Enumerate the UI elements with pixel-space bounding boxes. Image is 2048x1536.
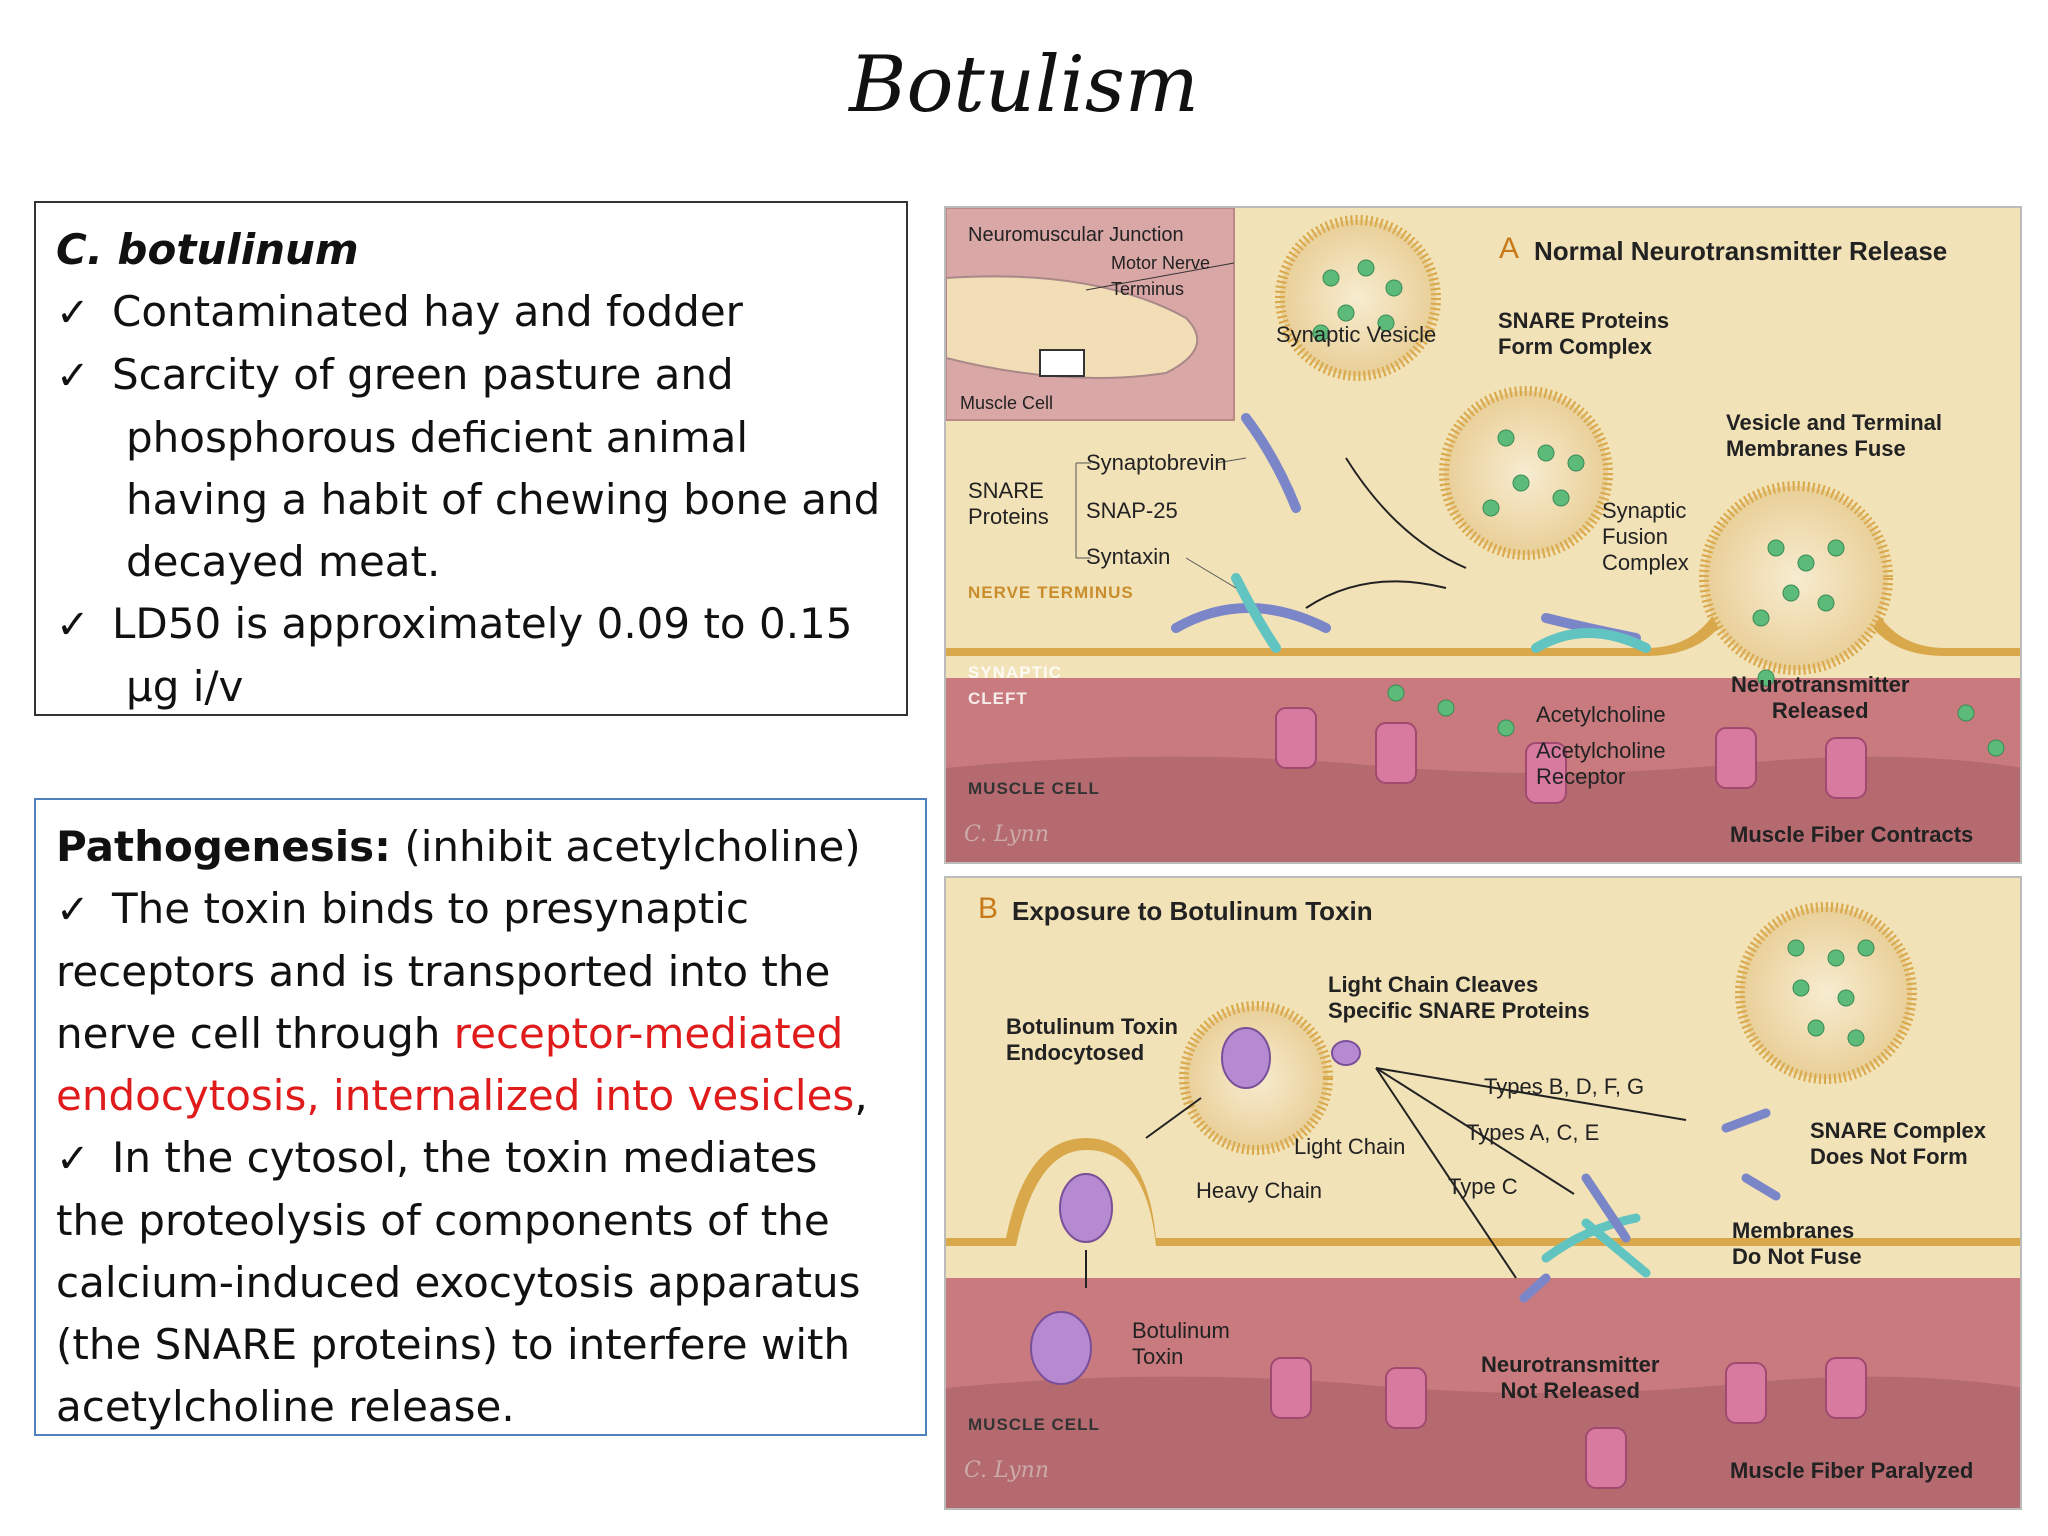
highlight-text: endocytosis, internalized into vesicles (56, 1071, 855, 1120)
check-icon: ✓ (56, 290, 90, 336)
figure-normal-release: Neuromuscular Junction Motor Nerve Termi… (944, 206, 2022, 864)
pathogenesis-heading: Pathogenesis: (56, 822, 391, 871)
bullet-continuation: (the SNARE proteins) to interfere with (56, 1320, 851, 1369)
artist-signature: C. Lynn (964, 822, 1050, 847)
membranes-not-fuse-label: Membranes Do Not Fuse (1732, 1218, 1862, 1269)
bullet-continuation: the proteolysis of components of the (56, 1196, 830, 1245)
slide-title: Botulism (849, 40, 1199, 130)
bullet-text: LD50 is approximately 0.09 to 0.15 (112, 599, 853, 648)
pathogenesis-box: Pathogenesis: (inhibit acetylcholine) ✓ T… (34, 798, 927, 1436)
nt-not-released-label: Neurotransmitter Not Released (1481, 1352, 1660, 1403)
bullet-item-1: ✓ Contaminated hay and fodder (56, 281, 886, 344)
type-c-label: Type C (1448, 1174, 1518, 1199)
snare-not-form-label: SNARE Complex Does Not Form (1810, 1118, 1987, 1169)
synaptobrevin-label: Synaptobrevin (1086, 450, 1227, 475)
nerve-terminus-label: NERVE TERMINUS (968, 583, 1134, 602)
muscle-cell-label: MUSCLE CELL (968, 779, 1100, 798)
muscle-cell-label: MUSCLE CELL (968, 1415, 1100, 1434)
light-chain-cleaves-label: Light Chain Cleaves Specific SNARE Prote… (1328, 972, 1590, 1023)
check-icon: ✓ (56, 353, 90, 399)
inset-title: Neuromuscular Junction (968, 224, 1184, 246)
syntaxin-label: Syntaxin (1086, 544, 1171, 569)
organism-heading: C. botulinum (56, 225, 359, 274)
vesicle-fuse-label: Vesicle and Terminal Membranes Fuse (1726, 410, 1943, 461)
organism-facts-box: C. botulinum ✓ Contaminated hay and fodde… (34, 201, 908, 716)
bullet-item-2: ✓ Scarcity of green pasture and (56, 344, 886, 407)
bullet-text: Contaminated hay and fodder (112, 287, 743, 336)
bullet-continuation: decayed meat. (126, 537, 441, 586)
bullet-continuation: calcium-induced exocytosis apparatus (56, 1258, 861, 1307)
plain-text: , (854, 1071, 868, 1120)
artist-signature: C. Lynn (964, 1458, 1050, 1483)
panel-b-letter: B (978, 892, 999, 925)
endocytosed-label: Botulinum Toxin Endocytosed (1006, 1014, 1178, 1065)
heavy-chain-label: Heavy Chain (1196, 1178, 1322, 1203)
check-icon: ✓ (56, 602, 90, 648)
bullet-text: The toxin binds to presynaptic (112, 884, 750, 933)
bullet-item-2: ✓ In the cytosol, the toxin mediates (56, 1127, 905, 1190)
bullet-continuation: having a habit of chewing bone and (126, 475, 881, 524)
figure-a-illustration (946, 208, 2020, 862)
bullet-continuation: endocytosis, internalized into vesicles, (56, 1065, 905, 1127)
bullet-continuation: receptors and is transported into the (56, 947, 831, 996)
acetylcholine-label: Acetylcholine (1536, 702, 1666, 727)
types-bdfg-label: Types B, D, F, G (1484, 1074, 1645, 1099)
ach-receptor-label: Acetylcholine Receptor (1536, 738, 1666, 789)
bullet-item-1: ✓ The toxin binds to presynaptic (56, 878, 905, 941)
bullet-continuation: phosphorous deficient animal (126, 413, 749, 462)
check-icon: ✓ (56, 1136, 90, 1182)
synaptic-cleft-label: SYNAPTIC CLEFT (968, 663, 1062, 708)
bullet-item-3: ✓ LD50 is approximately 0.09 to 0.15 (56, 593, 886, 656)
motor-nerve-label: Motor Nerve Terminus (1111, 253, 1211, 299)
figure-b-illustration (946, 878, 2020, 1508)
bullet-text: In the cytosol, the toxin mediates (112, 1133, 818, 1182)
nt-released-label: Neurotransmitter Released (1731, 672, 1910, 723)
snare-form-label: SNARE Proteins Form Complex (1498, 308, 1670, 359)
panel-a-title: Normal Neurotransmitter Release (1534, 236, 1948, 266)
pathogenesis-note: (inhibit acetylcholine) (390, 822, 861, 871)
panel-a-letter: A (1499, 232, 1520, 265)
bullet-continuation: nerve cell through receptor-mediated (56, 1003, 905, 1065)
bullet-text: Scarcity of green pasture and (112, 350, 734, 399)
paralyzed-label: Muscle Fiber Paralyzed (1730, 1458, 1974, 1483)
pathogenesis-heading-line: Pathogenesis: (inhibit acetylcholine) (56, 816, 905, 878)
light-chain-label: Light Chain (1294, 1134, 1406, 1159)
botulinum-toxin-label: Botulinum Toxin (1132, 1318, 1230, 1369)
figure-toxin-exposure: B Exposure to Botulinum Toxin Botulinum … (944, 876, 2022, 1510)
inset-muscle-cell-label: Muscle Cell (960, 393, 1054, 413)
panel-b-title: Exposure to Botulinum Toxin (1012, 896, 1373, 926)
synaptic-vesicle-label: Synaptic Vesicle (1276, 322, 1437, 347)
bullet-continuation: μg i/v (126, 662, 244, 711)
plain-text: nerve cell through (56, 1009, 454, 1058)
contracts-label: Muscle Fiber Contracts (1730, 822, 1974, 847)
snare-proteins-label: SNARE Proteins (968, 478, 1049, 529)
check-icon: ✓ (56, 887, 90, 933)
bullet-continuation: acetylcholine release. (56, 1382, 515, 1431)
snap25-label: SNAP-25 (1086, 498, 1178, 523)
types-ace-label: Types A, C, E (1466, 1120, 1600, 1145)
highlight-text: receptor-mediated (453, 1009, 844, 1058)
fusion-complex-label: Synaptic Fusion Complex (1602, 498, 1689, 575)
